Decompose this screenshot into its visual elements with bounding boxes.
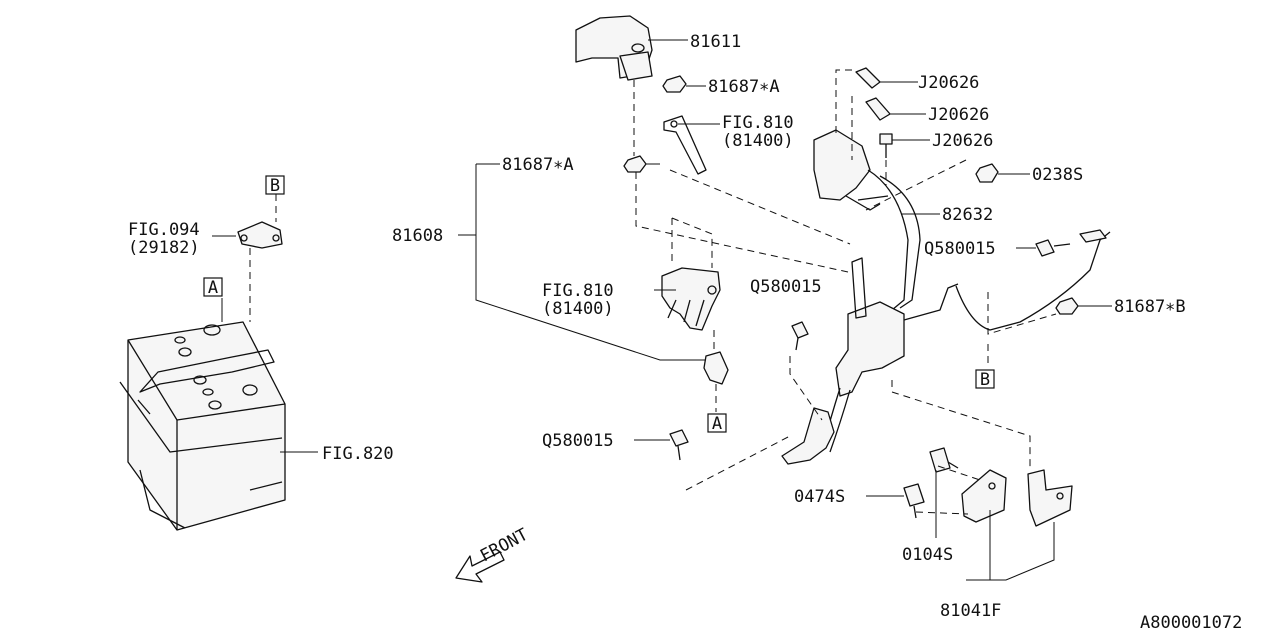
- label-j20626-2: J20626: [928, 105, 989, 125]
- fuse-box-81608: [821, 231, 1111, 453]
- label-fig820: FIG.820: [322, 444, 394, 464]
- bracket-81041f: [961, 469, 1073, 527]
- svg-text:A: A: [208, 278, 218, 298]
- svg-text:A: A: [712, 414, 722, 434]
- label-fig810-mid-sub: (81400): [542, 299, 614, 319]
- label-fig810-top-sub: (81400): [722, 131, 794, 151]
- nut-81687a-top: [662, 75, 687, 93]
- label-81687a-top: 81687∗A: [708, 77, 780, 97]
- terminal-clip: [703, 351, 729, 385]
- svg-text:B: B: [270, 176, 280, 196]
- diagram-id: A800001072: [1140, 613, 1242, 633]
- label-q580015-mid: Q580015: [750, 277, 822, 297]
- bolt-0474s: [903, 483, 925, 519]
- dash-lines: [249, 69, 1057, 515]
- marker-b-top: B: [265, 175, 285, 196]
- label-q580015-low: Q580015: [542, 431, 614, 451]
- label-fig810-top: FIG.810: [722, 113, 794, 133]
- bolt-j20626-1: [855, 67, 881, 89]
- label-81687b: 81687∗B: [1114, 297, 1186, 317]
- label-j20626-1: J20626: [918, 73, 979, 93]
- nut-81687a-mid: [623, 155, 647, 173]
- nut-0238s: [975, 163, 999, 183]
- bolt-q580015-low: [669, 429, 689, 461]
- label-q580015-right: Q580015: [924, 239, 996, 259]
- label-81608: 81608: [392, 226, 443, 246]
- marker-b-right: B: [975, 369, 995, 390]
- bolt-q580015-mid: [791, 321, 809, 351]
- label-j20626-3: J20626: [932, 131, 993, 151]
- label-0104s: 0104S: [902, 545, 953, 565]
- label-81611: 81611: [690, 32, 741, 52]
- label-82632: 82632: [942, 205, 993, 225]
- front-arrow: [455, 551, 505, 583]
- label-fig094-sub: (29182): [128, 238, 200, 258]
- bolt-j20626-3: [879, 133, 893, 158]
- marker-a-left: A: [203, 277, 223, 298]
- ground-bracket: [781, 407, 835, 465]
- label-81041f: 81041F: [940, 601, 1001, 621]
- label-fig810-mid: FIG.810: [542, 281, 614, 301]
- bolt-q580015-right: [1035, 229, 1107, 257]
- fig810-mid-clamp: [661, 267, 721, 331]
- bolt-0104s: [929, 447, 959, 473]
- label-0474s: 0474S: [794, 487, 845, 507]
- bolt-j20626-2: [865, 97, 891, 121]
- leader-lines: [212, 39, 1112, 581]
- svg-text:B: B: [980, 370, 990, 390]
- battery: [119, 321, 286, 531]
- fig810-top-clamp: [663, 115, 707, 175]
- positive-cable-82632: [813, 129, 921, 311]
- nut-81687b: [1055, 297, 1079, 315]
- marker-a-mid: A: [707, 413, 727, 434]
- terminal-cover-81611: [575, 15, 653, 81]
- fig094-sensor: [237, 221, 283, 249]
- label-81687a-mid: 81687∗A: [502, 155, 574, 175]
- label-fig094: FIG.094: [128, 220, 200, 240]
- label-0238s: 0238S: [1032, 165, 1083, 185]
